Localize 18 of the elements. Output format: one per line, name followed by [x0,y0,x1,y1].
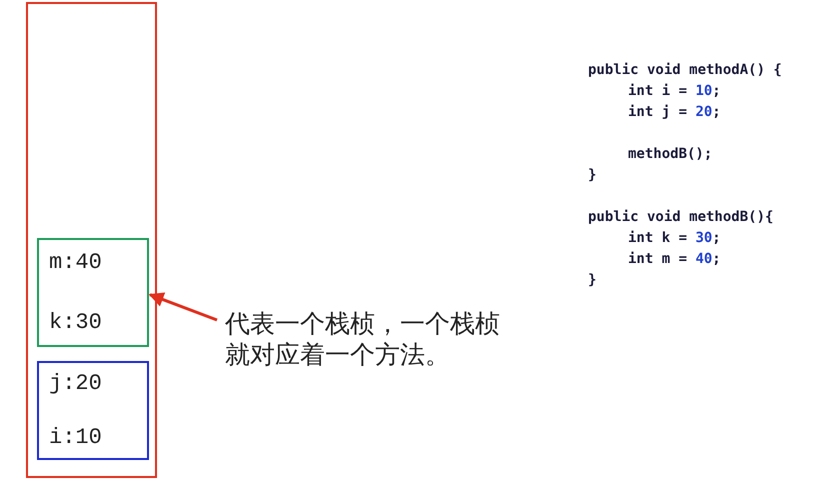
code-line: } [588,272,596,288]
code-line: public void methodA() { [588,62,782,78]
code-line: int j = 20; [628,104,721,120]
variable-value: m:40 [49,250,102,275]
code-line: int i = 10; [628,83,721,99]
code-line: public void methodB(){ [588,209,774,225]
code-line: int m = 40; [628,251,721,267]
code-line: methodB(); [628,146,712,162]
stack-box [26,2,157,478]
stack-frame [37,238,149,347]
variable-value: j:20 [49,371,102,396]
code-line: } [588,167,596,183]
variable-value: i:10 [49,425,102,450]
variable-value: k:30 [49,310,102,335]
arrow [148,292,218,322]
stack-frame [37,361,149,460]
annotation-text: 代表一个栈桢，一个栈桢就对应着一个方法。 [225,308,510,372]
code-line: int k = 30; [628,230,721,246]
